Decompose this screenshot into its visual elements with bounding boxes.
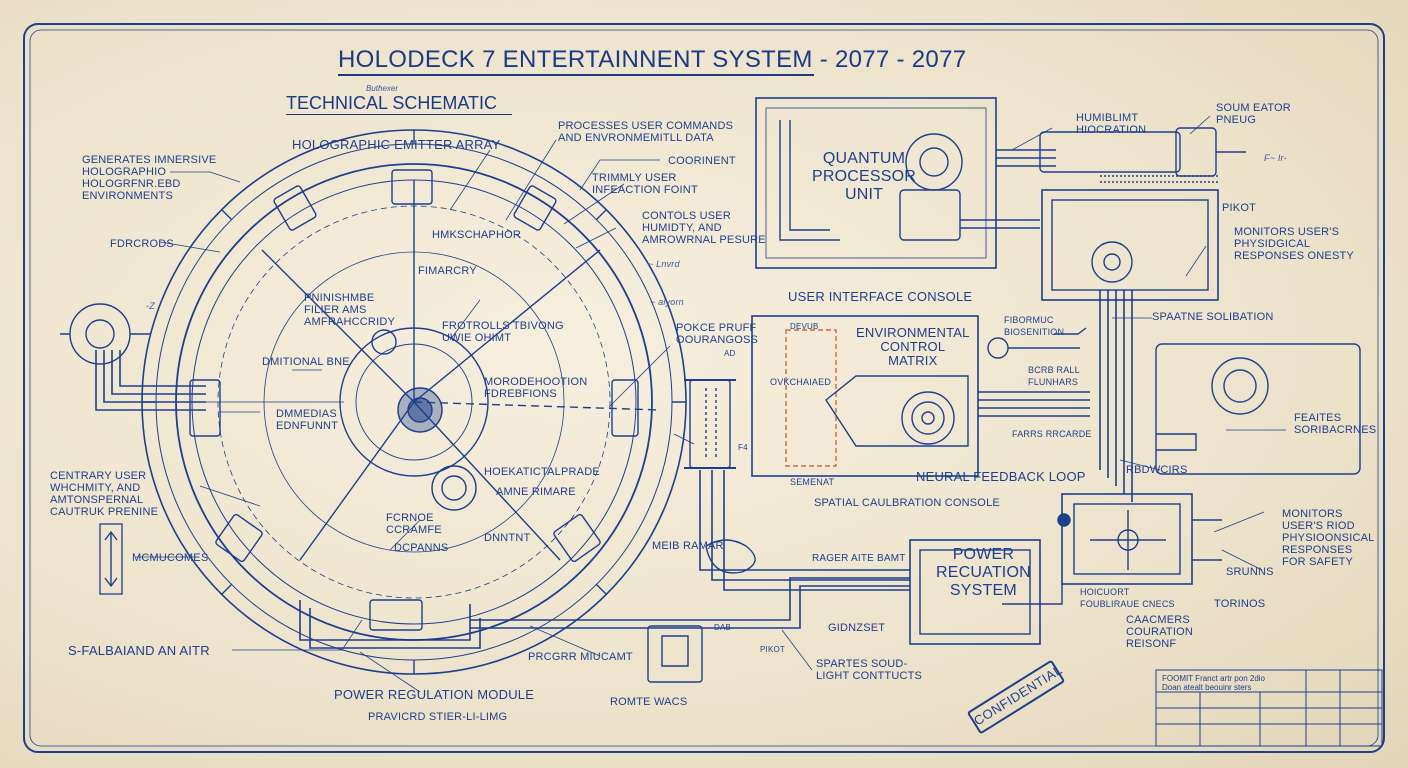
label-fares-rrcarde: FARRS RRCARDE (1012, 429, 1092, 439)
inner-border (29, 29, 1379, 747)
title-block: FOOMIT Franct artr pon 2dio Doan atealt … (1156, 670, 1382, 746)
label-monitors-top: MONITORS USER'S PHYSIDGICAL RESPONSES ON… (1234, 226, 1354, 262)
handwritten-note-3: F~ Ir- (1264, 153, 1287, 163)
label-hoicuort: HOICUORT FOUBLIRAUE CNECS (1080, 587, 1175, 609)
label-pokce-prriff: POKCE PRUFF OOURANGOSS (676, 322, 759, 346)
label-centrary: CENTRARY USER WHCHMITY, AND AMTONSPERNAL… (50, 470, 159, 518)
label-dcpanns: DCPANNS (394, 542, 449, 554)
label-mcmucomes: MCMUCOMES (132, 552, 209, 564)
ui-console-box (751, 315, 979, 477)
label-processes: PROCESSES USER COMMANDS AND ENVRONMEMITL… (558, 120, 734, 144)
label-dnntnt: DNNTNT (484, 532, 531, 544)
label-amne-rimare: AMNE RIMARE (496, 486, 576, 498)
label-gidnzset: GIDNZSET (828, 622, 886, 634)
label-spatial-calibration: SPATIAL CAULBRATION CONSOLE (814, 497, 1000, 509)
label-fiborhuc: FIBORMUC BIOSENITION (1004, 315, 1065, 337)
label-dmitional: DMITIONAL BNE (262, 356, 350, 368)
label-hmikshaphor: HMKSCHAPHOR (432, 229, 521, 241)
page-title: HOLODECK 7 ENTERTAINNENT SYSTEM - 2077 -… (338, 46, 967, 73)
title-block-line-2: Doan atealt beouinr sters (1162, 683, 1252, 692)
label-fcrnoe: FCRNOE CCRAMFE (386, 512, 442, 536)
page-subtitle: TECHNICAL SCHEMATIC (286, 93, 498, 113)
label-ad: AD (724, 349, 736, 358)
label-rager-aite: RAGER AITE BAMT (812, 553, 906, 564)
label-meib-ramar: MEIB RAMAR (652, 540, 724, 552)
label-env-matrix: ENVIRONMENTAL CONTROL MATRIX (856, 325, 970, 368)
label-feaites: FEAITES SORIBACRNES (1294, 412, 1377, 436)
label-spaatne: SPAATNE SOLIBATION (1152, 311, 1274, 323)
leader-lines (136, 115, 1286, 693)
label-dab: DAB (714, 623, 732, 632)
label-neural-feedback: NEURAL FEEDBACK LOOP (916, 469, 1086, 484)
label-trimmy: TRIMMLY USER INFEACTION FOINT (592, 172, 698, 196)
label-power-recuation: POWER RECUATION SYSTEM (936, 546, 1031, 599)
label-semenat: SEMENAT (790, 477, 835, 487)
label-sfalbaiand: S-FALBAIAND AN AITR (68, 643, 210, 658)
label-controls-user: CONTOLS USER HUMIDTY, AND AMROWRNAL PESU… (642, 210, 766, 246)
emitter-ring-group (141, 129, 687, 675)
title-annotation: Buthexer (366, 84, 399, 93)
label-fimarcry: FIMARCRY (418, 265, 477, 277)
title-underline (338, 74, 814, 76)
handwritten-note-1: ~ Lnvrd (648, 259, 680, 269)
label-power-reg-module: POWER REGULATION MODULE (334, 687, 535, 702)
title-block-lines (1155, 669, 1383, 747)
handwritten-note-2: ~ alyorn (650, 297, 684, 307)
label-rbdwcirs: RBDWCIRS (1126, 464, 1188, 476)
cable-bundle-right (1099, 290, 1133, 502)
label-spartes-soud: SPARTES SOUD- LIGHT CONTTUCTS (816, 658, 923, 682)
quantum-processor-box (755, 97, 1056, 269)
label-humidity-fiocration: HUMIBLIMT HIOCRATION (1076, 112, 1147, 136)
power-recuation-box (909, 539, 1041, 645)
label-ui-console: USER INTERFACE CONSOLE (788, 289, 973, 304)
label-emitter-array: HOLOGRAPHIC EMITTER ARRAY (292, 137, 501, 152)
label-quantum-processor: QUANTUM PROCESSOR UNIT (812, 150, 917, 203)
label-dmmedias: DMMEDIAS EDNFUNNT (276, 408, 339, 432)
label-pninishmbe: PNINISHMBE FILIER AMS AMFRAHCCRIDY (304, 292, 396, 328)
label-bcrb-rall: BCRB RALL FLUNHARS (1028, 365, 1080, 387)
label-pikot: PIKOT (1222, 202, 1257, 214)
label-caacmers: CAACMERS COURATION REISONF (1126, 614, 1193, 650)
label-ovk-chaed: OVKCHAIAED (770, 377, 832, 387)
label-coordinent: COORINENT (668, 155, 736, 167)
label-devub: DEVUB (790, 322, 819, 331)
label-hoekatical: HOEKATICTALPRADE (484, 466, 600, 478)
cable-bundle-left (95, 350, 206, 411)
label-fdrcrods: FDRCRODS (110, 238, 174, 250)
label-f4: F4 (738, 443, 748, 452)
label-generates: GENERATES IMNERSIVE HOLOGRAPHIO HOLOGRFN… (82, 154, 217, 202)
handwritten-note-4: -Z (146, 301, 155, 311)
label-moreacion: MORODEHOOTION FDREBFIONS (484, 376, 588, 400)
label-monitors-bottom: MONITORS USER'S RIOD PHYSIOONSICAL RESPO… (1282, 508, 1375, 568)
title-block-line-1: FOOMIT Franct artr pon 2dio (1162, 674, 1265, 683)
cable-bundle-bottom (299, 470, 910, 649)
label-prcgrr: PRCGRR MIUCAMT (528, 651, 633, 663)
subtitle-underline (286, 114, 512, 115)
label-torinos: TORINOS (1214, 598, 1266, 610)
label-pravicrd: PRAVICRD STIER-LI-LIMG (368, 711, 508, 723)
label-srunns: SRUNNS (1226, 566, 1274, 578)
outer-border (23, 23, 1385, 753)
label-frotrolls: FROTROLLS TBIVONG UWIE OHIMT (442, 320, 564, 344)
label-pikot-bottom: PIKOT (760, 645, 786, 654)
label-romte-wacs: ROMTE WACS (610, 696, 688, 708)
label-sounm-eator: SOUM EATOR PNEUG (1216, 102, 1291, 126)
